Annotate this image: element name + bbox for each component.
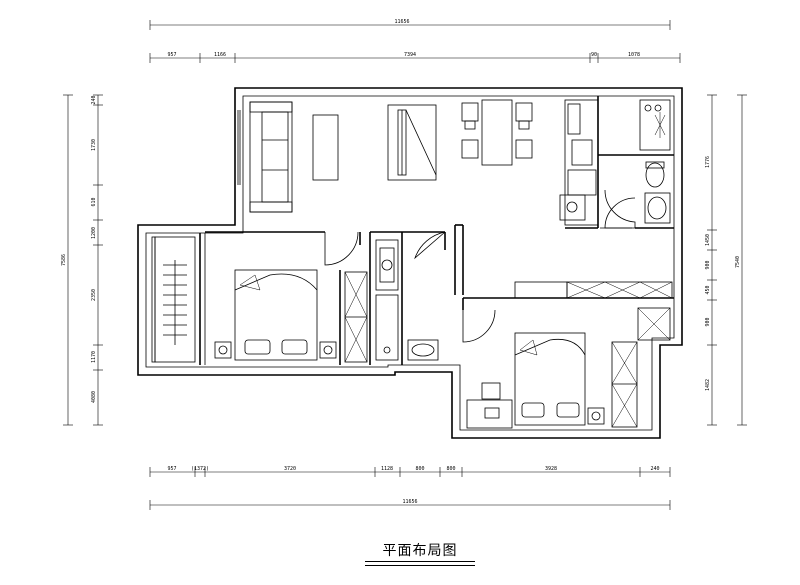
title-underline-thin [365,565,475,566]
master-bedroom-door [462,309,496,343]
right-dim-2: 1450 [705,234,711,246]
top-dim-3: 7394 [404,52,416,58]
top-dim-5: 1078 [628,52,640,58]
bottom-dim-6: 800 [446,466,455,472]
right-dim-5: 900 [705,317,711,326]
kitchen-counter [559,99,599,226]
master-bed [514,332,605,426]
bathroom2-fixtures [375,239,439,361]
title-underline [365,561,475,562]
left-dim-2: 1730 [91,139,97,151]
master-desk [466,382,513,429]
bottom-dim-8: 240 [650,466,659,472]
tv-cabinet [387,104,437,181]
left-dim-3: 610 [91,197,97,206]
top-dim-4: 90 [591,52,597,58]
bottom-dim-3: 3720 [284,466,296,472]
left-total-dim: 7586 [61,254,67,266]
bathroom2-door [414,231,446,260]
left-dim-5: 2350 [91,289,97,301]
right-dim-3: 900 [705,260,711,269]
bedroom1-wardrobe [344,271,368,363]
left-dimension-lines: 7586 240 1730 610 1200 2350 1170 4080 [61,94,103,426]
bedroom1-bed [214,269,337,361]
bathroom-shower [639,99,671,151]
interior-walls [199,96,674,365]
bottom-dim-7: 3928 [545,466,557,472]
top-dim-1: 957 [167,52,176,58]
drawing-title: 平面布局图 [382,543,458,559]
doors [324,189,636,343]
master-wardrobe [611,307,671,428]
washbasin [644,192,671,224]
left-dim-7: 4080 [91,391,97,403]
bottom-dim-4: 1128 [381,466,393,472]
right-dim-4: 450 [705,285,711,294]
right-total-dim: 7540 [735,256,741,268]
right-dimension-lines: 1776 1450 900 450 900 1482 7540 [705,94,747,426]
left-dim-1: 240 [91,95,97,104]
bottom-dim-2: (1372) [191,466,209,472]
bottom-dimension-lines: 957 (1372) 3720 1128 800 800 3928 240 11… [149,466,671,510]
balcony-drying-rack [151,236,196,363]
exterior-walls [137,87,683,439]
coffee-table [312,114,339,181]
bathroom1-door [604,197,636,229]
left-dim-6: 1170 [91,351,97,363]
bedroom1-door [324,231,359,266]
left-dim-4: 1200 [91,227,97,239]
bottom-dim-1: 957 [167,466,176,472]
sofa [249,101,293,213]
top-dim-2: 1166 [214,52,226,58]
dining-table [461,99,533,166]
right-dim-6: 1482 [705,379,711,391]
top-total-dim: 11656 [394,19,409,25]
toilet [645,161,665,188]
bottom-dim-5: 800 [415,466,424,472]
kitchen-bath-door [604,189,636,228]
right-dim-1: 1776 [705,156,711,168]
bottom-total-dim: 11656 [402,499,417,505]
corridor-cabinets [514,281,673,299]
top-dimension-lines: 11656 957 1166 7394 90 1078 [149,19,681,63]
